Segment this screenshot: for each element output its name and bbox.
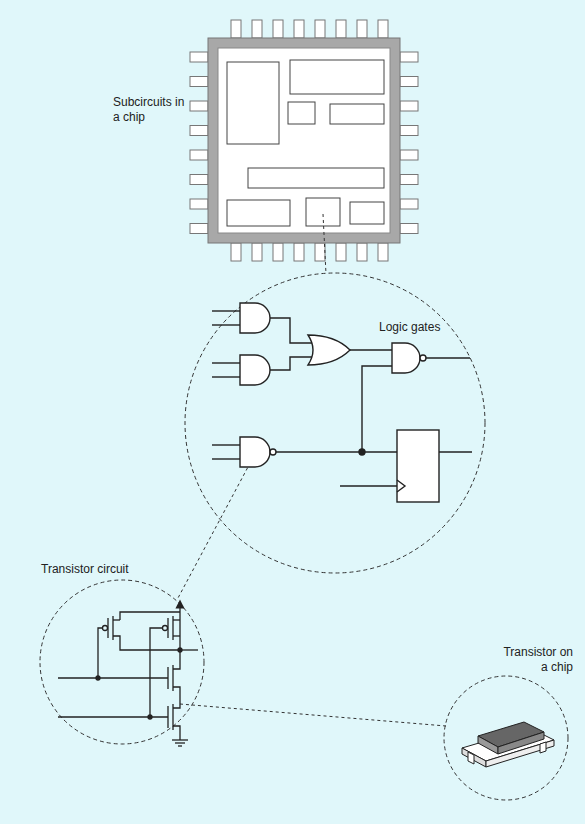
chip-pins bbox=[190, 20, 418, 261]
subcircuit-blocks bbox=[227, 60, 384, 226]
zoom-label: Transistor circuit bbox=[40, 562, 130, 577]
transistor-3d bbox=[462, 722, 554, 767]
chip-label: Subcircuits in a chip bbox=[112, 95, 186, 125]
logic-gates bbox=[212, 303, 472, 502]
chip-die bbox=[218, 48, 390, 233]
zoom-label: Transistor on a chip bbox=[500, 645, 574, 675]
zoom-circles bbox=[40, 273, 568, 800]
transistor-schematic bbox=[58, 604, 198, 746]
chip-package bbox=[190, 20, 418, 261]
chip-body bbox=[208, 38, 400, 243]
zoom-label: Logic gates bbox=[378, 320, 441, 335]
